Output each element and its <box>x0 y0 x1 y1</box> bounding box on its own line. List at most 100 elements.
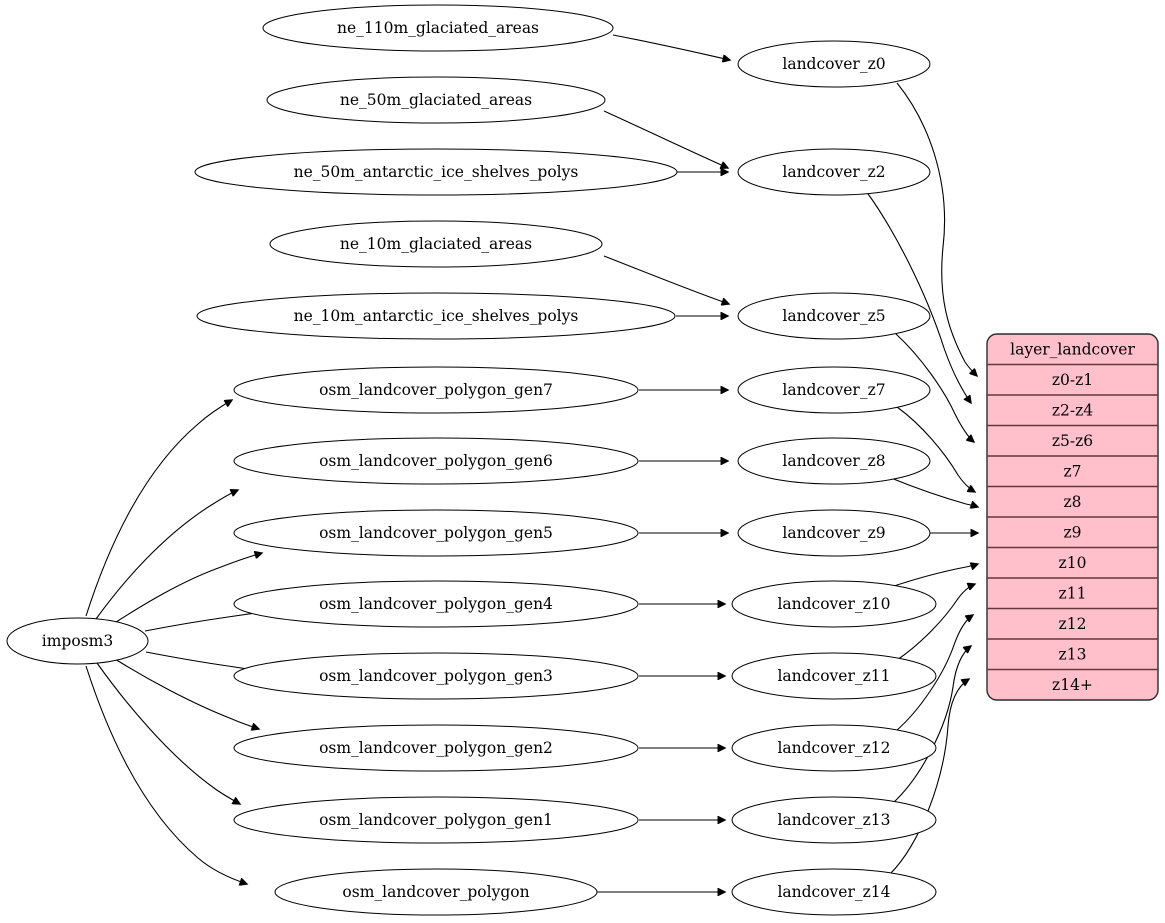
record-row-z9-label: z9 <box>1063 523 1081 541</box>
node-landcover-z8-label: landcover_z8 <box>782 452 885 470</box>
node-osm-landcover-polygon-gen7-shape <box>233 366 639 414</box>
node-osm-landcover-polygon-gen1-label: osm_landcover_polygon_gen1 <box>319 811 553 829</box>
node-landcover-z7-shape <box>737 366 931 414</box>
node-osm-landcover-polygon-gen1[interactable]: osm_landcover_polygon_gen1 <box>233 796 639 844</box>
node-landcover-z11-label: landcover_z11 <box>777 667 890 685</box>
node-ne-10m-glaciated-areas-shape <box>269 220 603 268</box>
node-landcover-z7[interactable]: landcover_z7 <box>737 366 931 414</box>
node-landcover-z8-shape <box>737 437 931 485</box>
node-osm-landcover-polygon-gen1-shape <box>233 796 639 844</box>
node-osm-landcover-polygon-gen7[interactable]: osm_landcover_polygon_gen7 <box>233 366 639 414</box>
edge-imposm3-to-gen7 <box>85 400 232 617</box>
record-row-z5toz6-label: z5-z6 <box>1052 432 1093 450</box>
node-osm-landcover-polygon-gen3-shape <box>233 652 639 700</box>
node-osm-landcover-polygon-gen3-label: osm_landcover_polygon_gen3 <box>319 667 553 685</box>
node-landcover-z10-shape <box>731 580 937 628</box>
node-layer: imposm3 ne_110m_glaciated_areas ne_50m_gla… <box>6 4 937 916</box>
node-landcover-z2-shape <box>737 148 931 196</box>
node-landcover-z11-shape <box>731 652 937 700</box>
node-landcover-z7-label: landcover_z7 <box>782 381 885 399</box>
edge-imposm3-to-gen6 <box>95 490 238 620</box>
node-ne-50m-glaciated-areas[interactable]: ne_50m_glaciated_areas <box>266 76 606 124</box>
node-osm-landcover-polygon-gen6-shape <box>233 437 639 485</box>
node-ne-110m-glaciated-areas-label: ne_110m_glaciated_areas <box>337 19 539 37</box>
node-ne-50m-antarctic-ice-shelves-polys-shape <box>194 148 678 196</box>
node-osm-landcover-polygon-gen5-shape <box>233 509 639 557</box>
edge-imposm3-to-gen4 <box>144 611 269 632</box>
record-row-z0toz1-label: z0-z1 <box>1052 371 1093 389</box>
node-landcover-z5-label: landcover_z5 <box>782 307 885 325</box>
node-imposm3-label: imposm3 <box>42 632 113 650</box>
node-osm-landcover-polygon-gen4-shape <box>233 580 639 628</box>
record-row-z12-label: z12 <box>1059 615 1087 633</box>
node-landcover-z10-label: landcover_z10 <box>777 595 890 613</box>
node-landcover-z9[interactable]: landcover_z9 <box>737 509 931 557</box>
record-row-z7-label: z7 <box>1063 462 1081 480</box>
node-osm-landcover-polygon-gen5-label: osm_landcover_polygon_gen5 <box>319 524 553 542</box>
node-landcover-z10[interactable]: landcover_z10 <box>731 580 937 628</box>
node-ne-50m-antarctic-ice-shelves-polys[interactable]: ne_50m_antarctic_ice_shelves_polys <box>194 148 678 196</box>
node-ne-50m-antarctic-ice-shelves-polys-label: ne_50m_antarctic_ice_shelves_polys <box>294 163 579 181</box>
edge-z12-to-row-z12 <box>895 615 973 732</box>
node-osm-landcover-polygon-gen6[interactable]: osm_landcover_polygon_gen6 <box>233 437 639 485</box>
node-landcover-z12[interactable]: landcover_z12 <box>731 724 937 772</box>
node-ne-50m-glaciated-areas-label: ne_50m_glaciated_areas <box>340 91 532 109</box>
node-osm-landcover-polygon-gen3[interactable]: osm_landcover_polygon_gen3 <box>233 652 639 700</box>
node-osm-landcover-polygon-label: osm_landcover_polygon <box>342 883 529 901</box>
node-landcover-z5[interactable]: landcover_z5 <box>737 292 931 340</box>
node-ne-110m-glaciated-areas[interactable]: ne_110m_glaciated_areas <box>262 4 614 52</box>
record-header-layer-landcover-label: layer_landcover <box>1010 340 1135 358</box>
node-osm-landcover-polygon-gen6-label: osm_landcover_polygon_gen6 <box>319 452 553 470</box>
edge-z2-to-row-z2z4 <box>865 190 971 403</box>
edge-z11-to-row-z11 <box>896 584 975 661</box>
node-landcover-z14-shape <box>731 868 937 916</box>
node-ne-50m-glaciated-areas-shape <box>266 76 606 124</box>
node-landcover-z13-label: landcover_z13 <box>777 811 890 829</box>
node-osm-landcover-polygon-gen4[interactable]: osm_landcover_polygon_gen4 <box>233 580 639 628</box>
edge-imposm3-to-gen1 <box>96 662 240 804</box>
edge-ne10mglac-to-z5 <box>603 255 729 304</box>
node-osm-landcover-polygon-gen4-label: osm_landcover_polygon_gen4 <box>319 595 553 613</box>
node-osm-landcover-polygon-gen2-label: osm_landcover_polygon_gen2 <box>319 739 553 757</box>
edge-z8-to-row-z8 <box>890 477 978 507</box>
node-landcover-z0[interactable]: landcover_z0 <box>737 40 931 88</box>
node-ne-110m-glaciated-areas-shape <box>262 4 614 52</box>
edge-z5-to-row-z5z6 <box>895 333 974 442</box>
node-osm-landcover-polygon-gen2-shape <box>233 724 639 772</box>
node-osm-landcover-polygon-gen7-label: osm_landcover_polygon_gen7 <box>319 381 553 399</box>
edge-layer <box>85 34 978 892</box>
node-landcover-z5-shape <box>737 292 931 340</box>
edge-imposm3-to-gen5 <box>112 553 262 625</box>
node-landcover-z11[interactable]: landcover_z11 <box>731 652 937 700</box>
record-row-z2toz4-label: z2-z4 <box>1052 401 1093 419</box>
node-landcover-z14[interactable]: landcover_z14 <box>731 868 937 916</box>
node-osm-landcover-polygon[interactable]: osm_landcover_polygon <box>274 868 598 916</box>
edge-imposm3-to-polygon <box>85 665 247 884</box>
node-ne-10m-glaciated-areas[interactable]: ne_10m_glaciated_areas <box>269 220 603 268</box>
record-row-z14plus-label: z14+ <box>1052 676 1093 694</box>
edge-ne110m-to-z0 <box>612 34 730 60</box>
node-landcover-z12-shape <box>731 724 937 772</box>
node-landcover-z0-label: landcover_z0 <box>782 55 885 73</box>
node-imposm3-shape <box>6 617 149 665</box>
node-landcover-z0-shape <box>737 40 931 88</box>
node-landcover-z13[interactable]: landcover_z13 <box>731 796 937 844</box>
node-ne-10m-antarctic-ice-shelves-polys[interactable]: ne_10m_antarctic_ice_shelves_polys <box>196 292 676 340</box>
edge-z14-to-row-z14plus <box>889 679 969 875</box>
node-osm-landcover-polygon-gen5[interactable]: osm_landcover_polygon_gen5 <box>233 509 639 557</box>
record-node-layer-landcover[interactable]: layer_landcover z0-z1 z2-z4 z5-z6 z7 z8 z9 z10 z… <box>986 333 1159 701</box>
node-osm-landcover-polygon-shape <box>274 868 598 916</box>
record-row-z10-label: z10 <box>1059 554 1087 572</box>
edge-z7-to-row-z7 <box>896 406 975 492</box>
node-landcover-z8[interactable]: landcover_z8 <box>737 437 931 485</box>
record-row-z8-label: z8 <box>1063 493 1081 511</box>
node-landcover-z13-shape <box>731 796 937 844</box>
node-landcover-z9-label: landcover_z9 <box>782 524 885 542</box>
node-osm-landcover-polygon-gen2[interactable]: osm_landcover_polygon_gen2 <box>233 724 639 772</box>
node-landcover-z2[interactable]: landcover_z2 <box>737 148 931 196</box>
node-imposm3[interactable]: imposm3 <box>6 617 149 665</box>
edge-imposm3-to-gen2 <box>114 658 259 729</box>
edge-z0-to-row-z0z1 <box>896 82 977 376</box>
node-landcover-z14-label: landcover_z14 <box>777 883 890 901</box>
